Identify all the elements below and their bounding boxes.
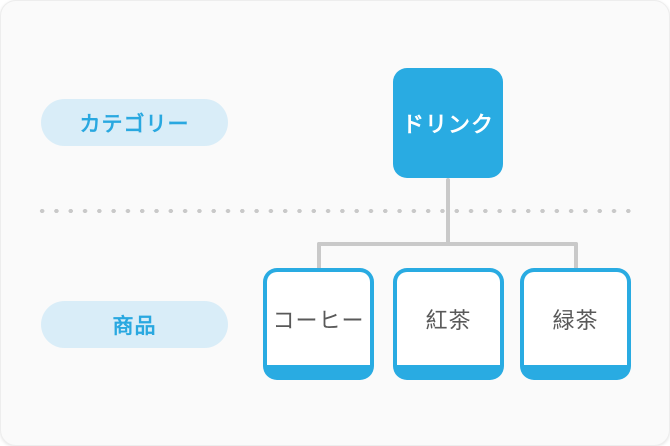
- child-node-label: 緑茶: [552, 307, 599, 333]
- root-node-drink: ドリンク: [393, 68, 503, 178]
- category-row-label: カテゴリー: [79, 112, 190, 136]
- connector-root-vertical: [446, 178, 450, 246]
- connector-left-stub: [317, 242, 321, 270]
- connector-horizontal: [317, 242, 578, 246]
- dotted-divider: [35, 208, 635, 214]
- child-node-label: 紅茶: [425, 307, 472, 333]
- child-node-label: コーヒー: [272, 307, 365, 333]
- child-node-coffee: コーヒー: [263, 268, 374, 380]
- category-row-pill: カテゴリー: [41, 99, 228, 146]
- product-row-pill: 商品: [41, 301, 228, 348]
- root-node-label: ドリンク: [401, 112, 494, 137]
- child-node-green-tea: 緑茶: [520, 268, 631, 380]
- child-node-black-tea: 紅茶: [393, 268, 504, 380]
- product-row-label: 商品: [112, 314, 157, 338]
- connector-right-stub: [574, 242, 578, 270]
